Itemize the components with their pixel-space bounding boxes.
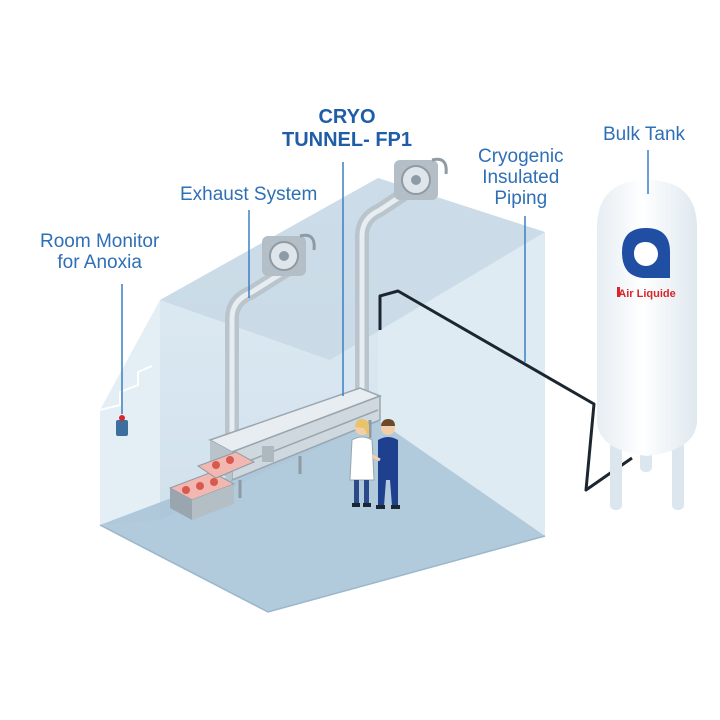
person-coveralls: [371, 419, 400, 509]
coveralls: [378, 437, 398, 506]
label-line: Piping: [494, 188, 548, 209]
label-room-monitor: Room Monitor for Anoxia: [40, 231, 159, 273]
leg: [354, 480, 359, 504]
label-line: TUNNEL- FP1: [282, 129, 412, 151]
label-exhaust-system: Exhaust System: [180, 184, 318, 205]
cryogenic-pipe: [378, 289, 633, 492]
label-line: for Anoxia: [57, 252, 142, 273]
tank-leg: [610, 440, 622, 510]
fan-1-outlet: [299, 233, 316, 251]
air-liquide-logo-icon: [617, 228, 670, 297]
shoe: [376, 505, 385, 509]
exhaust-fan-1: [262, 233, 316, 276]
exhaust-fan-2: [394, 157, 448, 200]
label-line: Room Monitor: [40, 231, 160, 252]
food-item: [226, 456, 234, 464]
label-bulk-tank: Bulk Tank: [603, 124, 686, 145]
monitor-alarm-light: [119, 415, 125, 421]
food-item: [212, 461, 220, 469]
shoe: [363, 503, 371, 507]
wall-step-outline: [99, 365, 153, 411]
fan-2-hub: [411, 175, 421, 185]
food-item: [182, 486, 190, 494]
exhaust-duct-1-highlight: [229, 265, 293, 453]
left-wall: [100, 300, 160, 525]
fan-2-outlet: [431, 157, 448, 175]
person-lab-coat: [349, 418, 375, 507]
lab-coat: [349, 436, 375, 481]
tank-leg: [672, 440, 684, 510]
leg: [364, 480, 369, 504]
tank-brand-text: Air Liquide: [618, 288, 675, 300]
shoe: [391, 505, 400, 509]
label-line: Insulated: [482, 167, 560, 188]
product-trays: [168, 451, 256, 520]
exhaust-duct-2-highlight: [359, 187, 413, 413]
hair: [381, 419, 395, 426]
floor: [100, 420, 545, 612]
ceiling: [160, 178, 545, 360]
fan-1-hub: [279, 251, 289, 261]
shoe: [352, 503, 360, 507]
hair: [355, 418, 370, 438]
handshake-arm: [371, 454, 381, 462]
food-item: [210, 478, 218, 486]
label-line: Cryogenic: [478, 146, 564, 167]
tank-body: [597, 180, 697, 456]
food-item: [196, 482, 204, 490]
monitor-body: [116, 420, 128, 436]
label-cryo-tunnel: CRYO TUNNEL- FP1: [282, 106, 412, 152]
control-box: [262, 446, 274, 462]
bulk-tank: Air Liquide: [597, 180, 697, 510]
leader-lines: [121, 150, 649, 414]
label-cryogenic-piping: Cryogenic Insulated Piping: [478, 146, 564, 209]
tray-front-body: [170, 488, 192, 520]
room-monitor-device: [116, 415, 128, 436]
room: [99, 178, 546, 613]
tray-front-body-2: [192, 484, 234, 520]
logo-red-mark: [634, 242, 646, 254]
exhaust-ducts: [225, 183, 417, 457]
tray-back-top: [196, 451, 256, 479]
logo-red-accent: [617, 287, 620, 297]
cryo-tunnel-machine: [208, 387, 383, 498]
floor-edge: [99, 524, 546, 613]
tunnel-rail: [235, 409, 379, 467]
label-line: CRYO: [318, 106, 376, 128]
